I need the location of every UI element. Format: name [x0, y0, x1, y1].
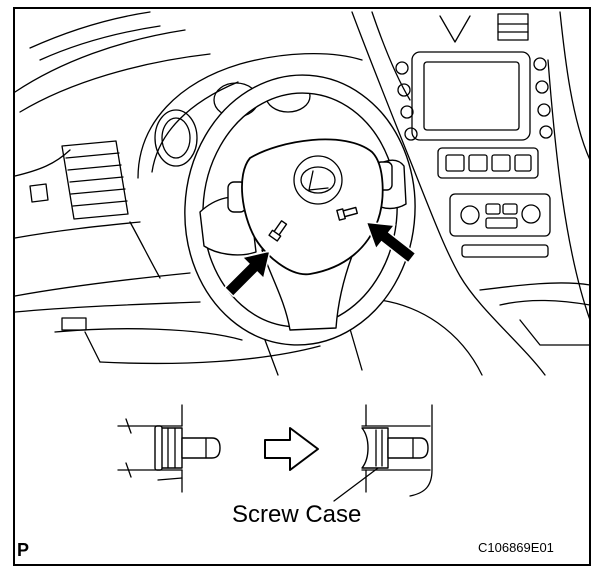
- figure-code: C106869E01: [478, 540, 554, 555]
- left-air-vent: [29, 140, 129, 220]
- solid-arrow-icon: [365, 221, 417, 264]
- pad-screw-right: [336, 206, 358, 221]
- emblem-icon: [300, 166, 336, 194]
- pad-screw-left: [268, 220, 288, 242]
- screw-before-removal: [117, 404, 221, 493]
- climate-control-panel: [449, 193, 551, 237]
- screw-shaft-remaining: [387, 437, 429, 459]
- panel-letter: P: [17, 540, 29, 560]
- solid-arrow-icon: [223, 249, 272, 298]
- dashboard-scene: [14, 11, 591, 376]
- emblem-ring: [293, 155, 343, 205]
- center-console: [351, 11, 591, 376]
- callout-leader-line: [333, 467, 379, 502]
- dashboard-top-edges: [14, 11, 211, 113]
- instrument-cluster: [137, 52, 363, 179]
- screw-shaft: [181, 437, 221, 459]
- audio-button-panel: [437, 147, 539, 179]
- screw-case-label: Screw Case: [232, 501, 361, 528]
- screw-after-removal: [361, 404, 433, 497]
- screw-detail: [117, 404, 433, 502]
- figure-frame: [13, 7, 591, 566]
- left-dashboard-panels: [14, 149, 321, 365]
- navigation-screen-bezel: [411, 51, 531, 141]
- hollow-right-arrow-icon: [264, 427, 319, 471]
- screw-case: [361, 427, 389, 469]
- navigation-screen: [423, 61, 520, 131]
